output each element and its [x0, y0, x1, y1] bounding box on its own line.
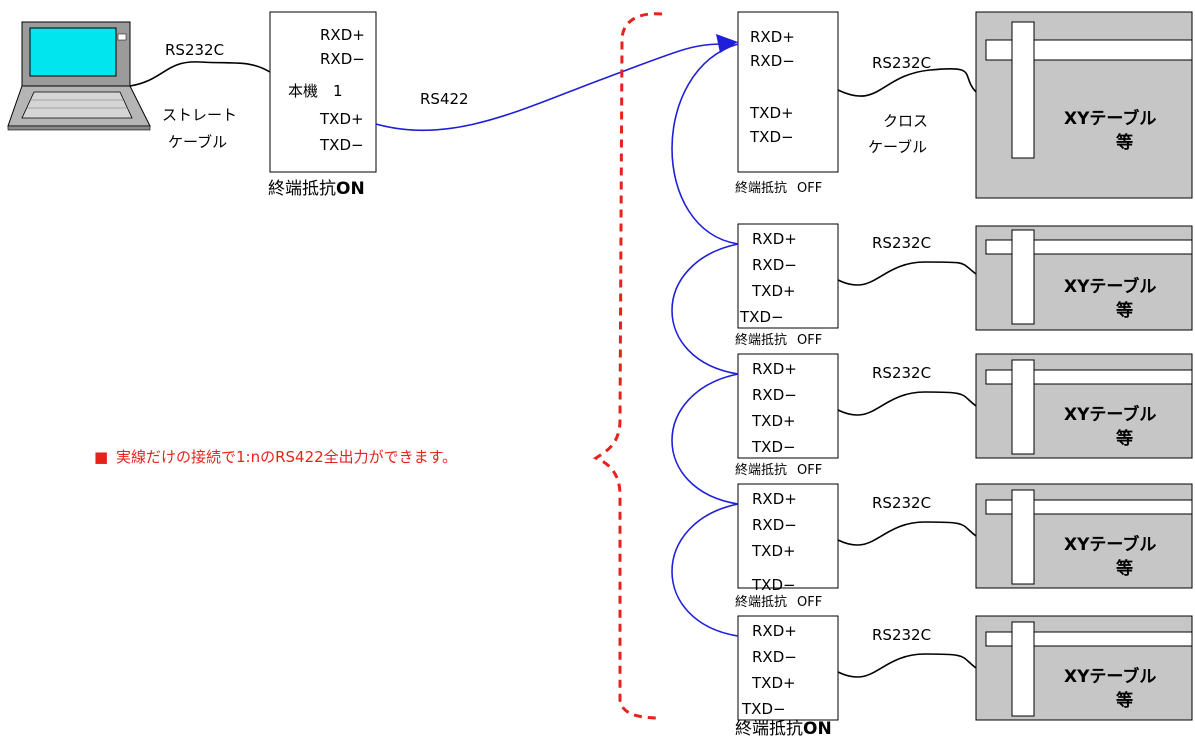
device-5-cable — [837, 653, 977, 678]
device-1-cable-label: RS232C — [872, 54, 931, 72]
device-2-equipment-sub: 等 — [1116, 300, 1133, 321]
device-4-cable — [837, 521, 977, 546]
device-3-cable — [837, 391, 977, 416]
device-3-txd-minus: TXD− — [751, 438, 796, 456]
daisy-chain-1-2 — [671, 43, 739, 245]
device-3-equipment-label: XYテーブル — [1064, 404, 1156, 425]
device-1-rxd-plus: RXD+ — [750, 28, 795, 46]
daisy-chain-2-3 — [671, 243, 739, 375]
device-5-termination: 終端抵抗ON — [735, 719, 832, 739]
daisy-chain-4-5 — [671, 503, 739, 637]
daisy-chain-3-4 — [671, 373, 739, 505]
note-text: 実線だけの接続で1:nのRS422全出力ができます。 — [116, 448, 457, 466]
device-4-txd-plus: TXD+ — [751, 542, 796, 560]
device-3-cable-label: RS232C — [872, 364, 931, 382]
red-dashed-brace — [592, 12, 663, 720]
device-5-txd-minus: TXD− — [741, 700, 786, 718]
device-4-equipment-sub: 等 — [1116, 558, 1133, 579]
device-4-rxd-plus: RXD+ — [752, 490, 797, 508]
device-1-cable-extra-1: クロス — [883, 112, 928, 130]
device-2-txd-plus: TXD+ — [751, 282, 796, 300]
device-2-equipment-label: XYテーブル — [1064, 276, 1156, 297]
device-1-txd-minus: TXD− — [749, 128, 794, 146]
host-rxd-plus: RXD+ — [320, 26, 365, 44]
host-rxd-minus: RXD− — [320, 50, 365, 68]
device-3-rxd-plus: RXD+ — [752, 360, 797, 378]
device-3-rxd-minus: RXD− — [752, 386, 797, 404]
device-2-cable — [837, 261, 977, 286]
device-5-cable-label: RS232C — [872, 626, 931, 644]
device-4-equipment-label: XYテーブル — [1064, 534, 1156, 555]
host-txd-minus: TXD− — [319, 136, 364, 154]
straight-cable-label-2: ケーブル — [168, 133, 227, 151]
device-5-rxd-minus: RXD− — [752, 648, 797, 666]
laptop-icon — [7, 21, 151, 131]
device-2-rxd-minus: RXD− — [752, 256, 797, 274]
device-1-cable-extra-2: ケーブル — [868, 138, 927, 156]
rs422-link-line — [375, 43, 721, 132]
host-name: 本機 1 — [288, 82, 343, 100]
device-5-equipment-label: XYテーブル — [1064, 666, 1156, 687]
device-5-equipment-sub: 等 — [1116, 690, 1133, 711]
device-1-rxd-minus: RXD− — [750, 52, 795, 70]
host-termination: 終端抵抗ON — [268, 179, 365, 199]
device-1-equipment-label: XYテーブル — [1064, 108, 1156, 129]
host-txd-plus: TXD+ — [319, 110, 364, 128]
host-unit: RXD+ RXD− 本機 1 TXD+ TXD− — [269, 11, 377, 173]
device-5: RXD+ RXD− TXD+ TXD− 終端抵抗ON RS232C XYテーブル… — [735, 615, 1193, 739]
device-5-rxd-plus: RXD+ — [752, 622, 797, 640]
device-4-rxd-minus: RXD− — [752, 516, 797, 534]
device-4-cable-label: RS232C — [872, 494, 931, 512]
rs422-label: RS422 — [420, 90, 469, 108]
device-4-txd-minus: TXD− — [751, 576, 796, 594]
device-5-txd-plus: TXD+ — [751, 674, 796, 692]
device-2-txd-minus: TXD− — [739, 308, 784, 326]
device-2-rxd-plus: RXD+ — [752, 230, 797, 248]
device-3-equipment-sub: 等 — [1116, 428, 1133, 449]
device-1-cable — [837, 67, 977, 97]
note-bullet: ■ — [94, 448, 108, 466]
rs422-arrowhead — [716, 34, 738, 53]
device-3-txd-plus: TXD+ — [751, 412, 796, 430]
straight-cable-line — [129, 61, 271, 87]
device-1-equipment-sub: 等 — [1116, 132, 1133, 153]
device-2-cable-label: RS232C — [872, 234, 931, 252]
device-1-txd-plus: TXD+ — [749, 104, 794, 122]
straight-cable-label-1: ストレート — [162, 106, 237, 124]
host-cable-label: RS232C — [165, 41, 224, 59]
